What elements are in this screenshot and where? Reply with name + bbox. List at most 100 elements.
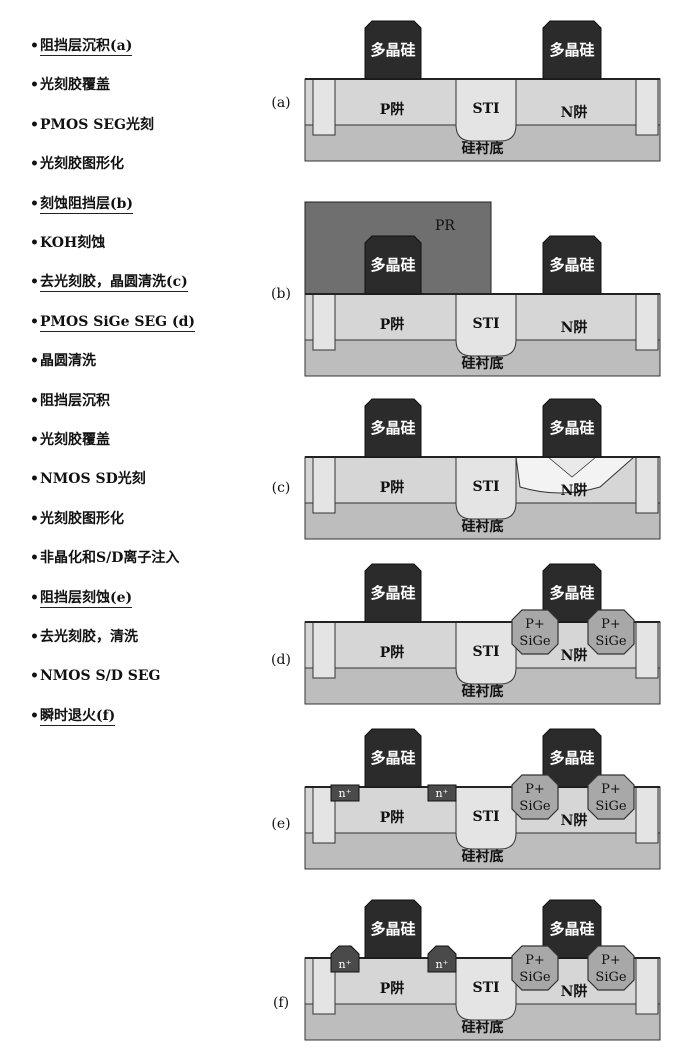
poly-gate	[364, 563, 422, 623]
nwell-label: N阱	[561, 105, 588, 121]
poly-gate	[364, 899, 422, 959]
process-step-text: 去光刻胶，清洗	[40, 629, 138, 645]
bullet-icon: •	[30, 629, 39, 645]
process-step-text: PMOS SEG光刻	[40, 116, 154, 133]
edge-sti-left	[312, 456, 336, 514]
bullet-icon: •	[30, 392, 39, 409]
process-step-text: 阻挡层沉积	[40, 392, 110, 409]
process-step-text: 光刻胶覆盖	[40, 432, 110, 448]
sige-label: SiGe	[595, 799, 626, 814]
psige-region	[511, 945, 559, 991]
edge-sti-right	[635, 786, 659, 844]
panel-label: (f)	[273, 995, 289, 1011]
bullet-icon: •	[30, 195, 39, 212]
pwell-label: P阱	[380, 810, 405, 826]
process-step-text: 去光刻胶，晶圆清洗(c)	[40, 274, 188, 293]
sti-trench	[455, 293, 517, 357]
process-step-text: 非晶化和S/D离子注入	[40, 550, 180, 567]
process-step: •NMOS SD光刻	[30, 468, 146, 490]
nwell-label: N阱	[561, 648, 588, 664]
nplus-label: n⁺	[339, 787, 352, 800]
process-step: •光刻胶覆盖	[30, 429, 110, 451]
bullet-icon: •	[30, 313, 39, 330]
poly-label: 多晶硅	[370, 749, 415, 767]
poly-label: 多晶硅	[549, 920, 594, 938]
sige-label: SiGe	[519, 634, 550, 649]
pwell-label: P阱	[380, 480, 405, 496]
sti-trench	[455, 621, 517, 685]
pwell-label: P阱	[380, 981, 405, 997]
bullet-icon: •	[30, 38, 39, 54]
sti-label: STI	[472, 101, 499, 117]
sige-label: SiGe	[519, 970, 550, 985]
process-step-list: •阻挡层沉积(a)•光刻胶覆盖•PMOS SEG光刻•光刻胶图形化•刻蚀阻挡层(…	[0, 0, 240, 1058]
sti-label: STI	[472, 479, 499, 495]
nwell-label: N阱	[561, 813, 588, 829]
nwell-label: N阱	[561, 483, 588, 499]
sti-label: STI	[472, 644, 499, 660]
bullet-icon: •	[30, 274, 39, 291]
poly-label: 多晶硅	[370, 41, 415, 59]
nplus-label: n⁺	[436, 958, 449, 971]
poly-gate	[364, 20, 422, 80]
substrate-label: 硅衬底	[462, 140, 504, 157]
nplus-label: n⁺	[436, 787, 449, 800]
nwell-label: N阱	[561, 320, 588, 336]
edge-sti-right	[635, 293, 659, 351]
process-step-text: 阻挡层刻蚀(e)	[40, 589, 133, 608]
psige-region	[511, 609, 559, 655]
sige-label: SiGe	[595, 634, 626, 649]
psige-region	[587, 774, 635, 820]
poly-gate	[542, 398, 602, 458]
poly-label: 多晶硅	[549, 584, 594, 602]
panel-label: (e)	[271, 816, 290, 832]
sti-trench	[455, 78, 517, 142]
process-step-text: 光刻胶图形化	[40, 510, 124, 527]
nplus-region	[427, 945, 457, 973]
psige-label: P+	[525, 782, 545, 797]
psige-label: P+	[525, 617, 545, 632]
panel-label: (d)	[271, 652, 291, 668]
sti-trench	[455, 456, 517, 520]
bullet-icon: •	[30, 235, 39, 251]
sige-label: SiGe	[519, 799, 550, 814]
process-step: •阻挡层沉积	[30, 390, 110, 412]
process-step: •晶圆清洗	[30, 350, 96, 372]
process-step-text: NMOS SD光刻	[40, 471, 146, 488]
substrate-label: 硅衬底	[462, 683, 504, 700]
process-step: •瞬时退火(f)	[30, 705, 116, 727]
panel-label: (c)	[272, 480, 291, 496]
poly-gate	[542, 20, 602, 80]
process-step-text: NMOS S/D SEG	[40, 668, 161, 685]
poly-label: 多晶硅	[370, 419, 415, 437]
substrate-label: 硅衬底	[462, 518, 504, 535]
process-step-text: PMOS SiGe SEG (d)	[40, 313, 196, 332]
bullet-icon: •	[30, 550, 39, 567]
recess-under-gate	[547, 456, 597, 478]
poly-label: 多晶硅	[549, 41, 594, 59]
poly-gate	[364, 235, 422, 295]
bullet-icon: •	[30, 510, 39, 527]
nplus-region	[330, 945, 360, 973]
sige-label: SiGe	[595, 970, 626, 985]
process-step-text: 光刻胶覆盖	[40, 77, 110, 94]
poly-gate	[542, 235, 602, 295]
nwell-label: N阱	[561, 984, 588, 1000]
process-step: •PMOS SEG光刻	[30, 114, 154, 136]
pwell-label: P阱	[380, 317, 405, 333]
psige-label: P+	[525, 953, 545, 968]
panel-label: (a)	[271, 95, 290, 111]
poly-label: 多晶硅	[549, 256, 594, 274]
bullet-icon: •	[30, 77, 39, 94]
bullet-icon: •	[30, 668, 39, 685]
process-step: •刻蚀阻挡层(b)	[30, 193, 134, 215]
nplus-region	[330, 784, 360, 802]
bullet-icon: •	[30, 353, 39, 370]
bullet-icon: •	[30, 432, 39, 448]
poly-label: 多晶硅	[370, 256, 415, 274]
